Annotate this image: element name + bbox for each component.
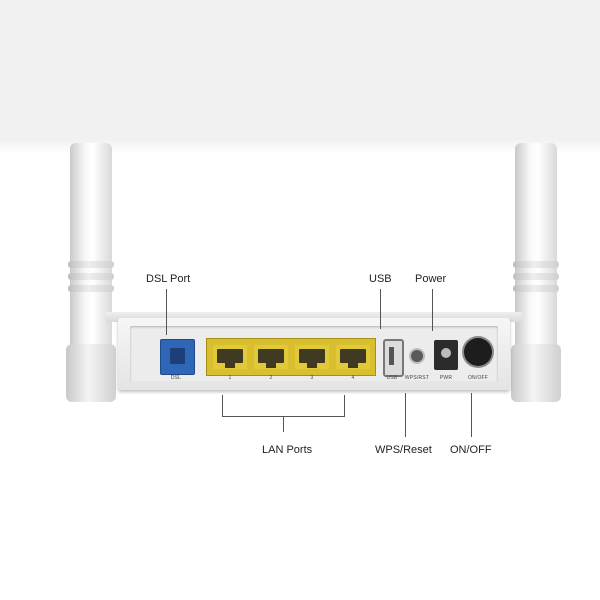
callout-dsl-port: DSL Port	[146, 273, 191, 285]
lan-port-1	[213, 345, 247, 369]
panel-label-lan4: 4	[351, 375, 355, 381]
wps-reset-button	[411, 350, 423, 362]
lan-bracket-right	[344, 395, 345, 417]
lan-bracket-left	[222, 395, 223, 417]
antenna-ring	[68, 273, 114, 280]
panel-label-pwr: PWR	[439, 375, 453, 381]
panel-label-lan3: 3	[310, 375, 314, 381]
right-antenna	[511, 143, 561, 402]
rear-panel: DSL 1 2 3 4 USB WPS/RST PWR ON/OFF	[130, 326, 498, 382]
panel-label-lan2: 2	[269, 375, 273, 381]
router-top-edge	[105, 312, 523, 322]
lan-port-4	[336, 345, 370, 369]
panel-label-onoff: ON/OFF	[467, 375, 489, 381]
dsl-port	[160, 339, 195, 375]
leader-line-lan	[283, 416, 284, 432]
panel-label-wps: WPS/RST	[404, 375, 430, 381]
leader-line-power	[432, 289, 433, 331]
background-wall	[0, 0, 600, 150]
antenna-ring	[513, 273, 559, 280]
panel-label-dsl: DSL	[170, 375, 182, 381]
callout-usb: USB	[369, 273, 392, 285]
leader-line-onoff	[471, 393, 472, 437]
antenna-ring	[68, 285, 114, 292]
lan-port-2	[254, 345, 288, 369]
lan-port-block	[206, 338, 376, 376]
antenna-ring	[68, 261, 114, 268]
callout-lan-ports: LAN Ports	[262, 444, 313, 456]
background-shadow	[0, 140, 600, 154]
router-body: DSL 1 2 3 4 USB WPS/RST PWR ON/OFF	[118, 318, 510, 390]
leader-line-dsl	[166, 289, 167, 335]
antenna-base	[511, 344, 561, 402]
antenna-ring	[513, 285, 559, 292]
leader-line-usb	[380, 289, 381, 329]
leader-line-wps	[405, 393, 406, 437]
callout-on-off: ON/OFF	[450, 444, 492, 456]
antenna-ring	[513, 261, 559, 268]
power-jack	[434, 340, 458, 370]
panel-label-lan1: 1	[228, 375, 232, 381]
callout-power: Power	[415, 273, 447, 285]
on-off-button	[464, 338, 492, 366]
callout-wps-reset: WPS/Reset	[375, 444, 432, 456]
antenna-base	[66, 344, 116, 402]
left-antenna	[66, 143, 116, 402]
panel-label-usb: USB	[386, 375, 398, 381]
usb-port	[383, 339, 404, 377]
lan-port-3	[295, 345, 329, 369]
